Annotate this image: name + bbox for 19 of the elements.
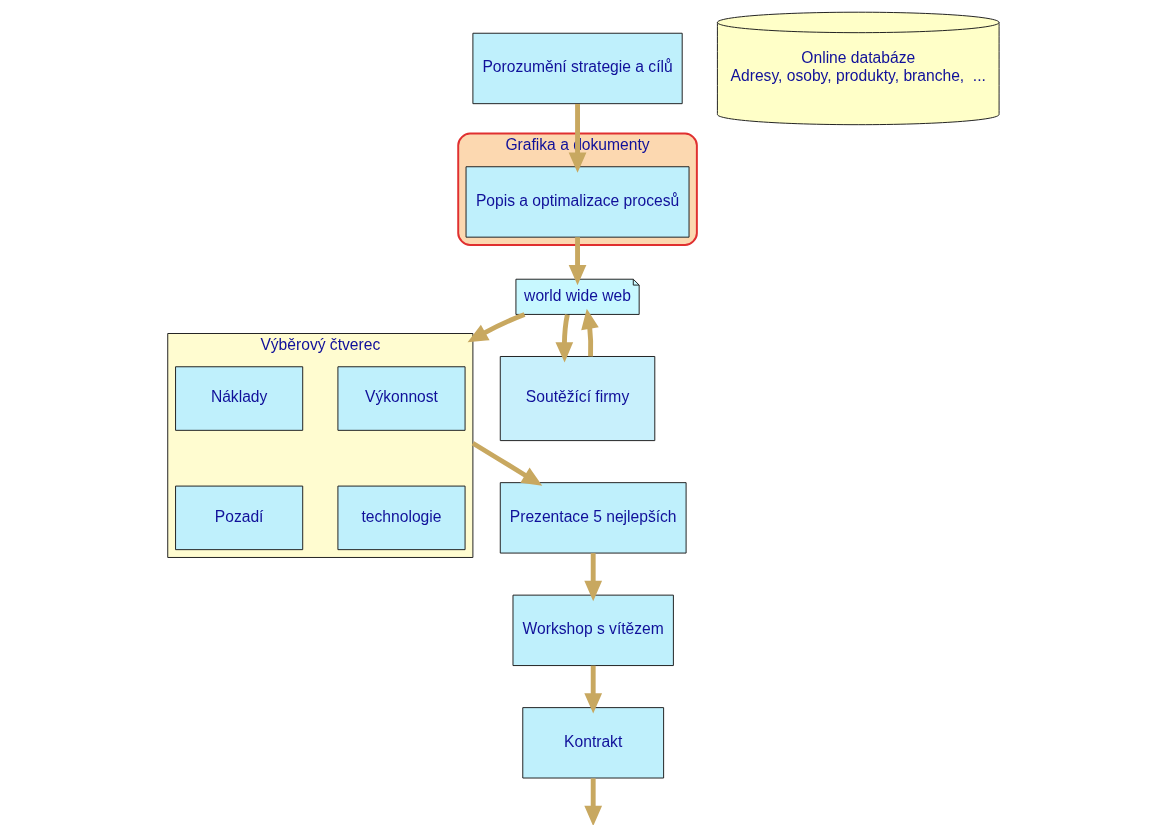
node-box: Kontrakt — [521, 707, 664, 779]
arrow — [554, 314, 573, 363]
node-box: Porozumění strategie a cílů — [471, 32, 683, 105]
arrow — [568, 104, 586, 173]
node-box: Workshop s vítězem — [512, 594, 674, 667]
node-box: Výkonnost — [336, 366, 466, 431]
arrow — [583, 553, 602, 602]
arrow — [583, 778, 602, 825]
node-box: Prezentace 5 nejlepších — [499, 482, 687, 554]
node-box: Náklady — [174, 366, 303, 431]
node-box: technologie — [336, 485, 466, 551]
arrow — [568, 237, 586, 286]
arrow — [467, 312, 525, 343]
node-box: Popis a optimalizace procesů — [465, 166, 690, 238]
node-box: Soutěžící firmy — [499, 356, 655, 442]
arrow — [580, 308, 599, 357]
node-box: Pozadí — [174, 485, 303, 551]
arrow — [471, 441, 542, 486]
arrow — [583, 665, 602, 714]
